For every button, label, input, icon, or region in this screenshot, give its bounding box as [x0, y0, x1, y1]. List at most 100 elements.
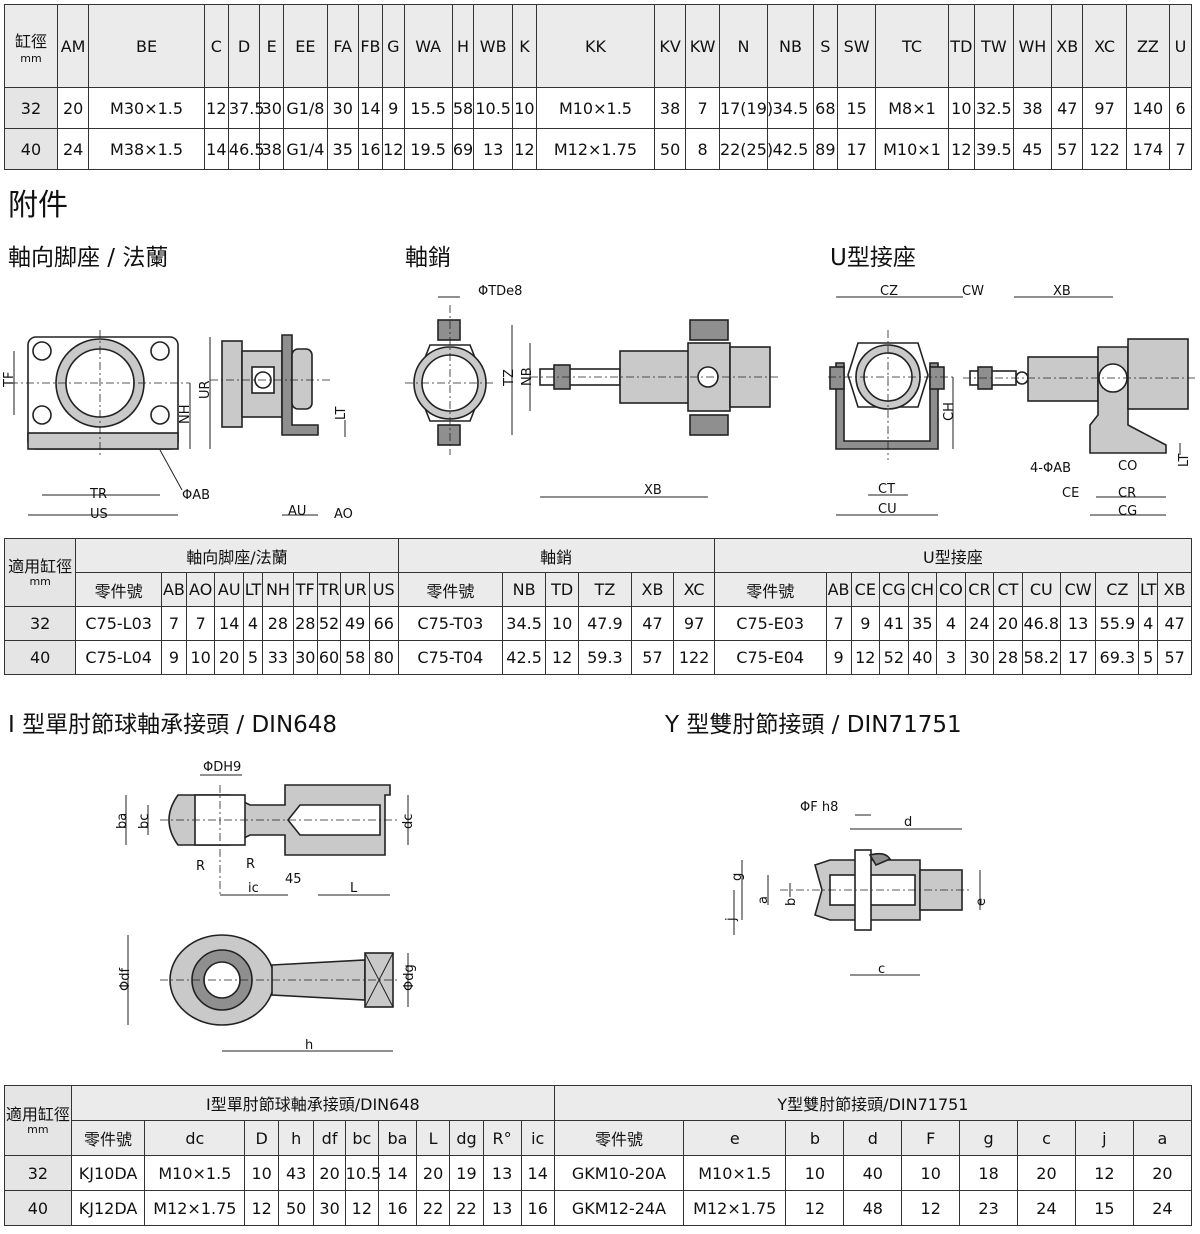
table-cell: 122 — [1082, 128, 1127, 170]
table-cell: 5 — [1138, 640, 1159, 675]
flange-front-view — [10, 330, 190, 455]
pin-drawing: ΦTDe8 TZ NB XB — [405, 284, 780, 498]
table-cell: 41 — [879, 606, 909, 641]
column-header-td: TD — [947, 4, 976, 88]
table-cell: 10 — [544, 606, 580, 641]
column-header-c: C — [203, 4, 229, 88]
table-cell: 42.5 — [767, 128, 814, 170]
table-cell: M10×1 — [875, 128, 949, 170]
label-US: US — [90, 507, 108, 522]
column-header-wb: WB — [473, 4, 513, 88]
table-cell: 174 — [1125, 128, 1171, 170]
table-cell: 12 — [850, 640, 881, 675]
label-df: Φdf — [118, 968, 133, 991]
label-LT: LT — [334, 407, 349, 420]
column-header: TR — [316, 572, 342, 607]
column-header: h — [277, 1120, 315, 1156]
column-header: CW — [1059, 572, 1097, 607]
column-header: CT — [993, 572, 1023, 607]
table-cell: M10×1.5 — [144, 1155, 246, 1191]
column-header: c — [1017, 1120, 1076, 1156]
table-cell: 58.2 — [1021, 640, 1061, 675]
column-header-xb: XB — [1051, 4, 1084, 88]
table-cell: 19 — [449, 1155, 484, 1191]
table-cell: 34.5 — [767, 87, 814, 129]
subtitle-y-clevis: Y 型雙肘節接頭 / DIN71751 — [665, 712, 962, 738]
table-cell: 32.5 — [974, 87, 1014, 129]
table-cell: 30 — [964, 640, 995, 675]
table-cell: M38×1.5 — [88, 128, 205, 170]
table-cell: M8×1 — [875, 87, 949, 129]
part-number-header: 零件號 — [713, 572, 827, 607]
bore-cell: 32 — [3, 606, 77, 641]
label-NB: NB — [520, 367, 535, 386]
column-header: AB — [825, 572, 852, 607]
part-number-cell: GKM12-24A — [553, 1190, 685, 1226]
table-cell: 38 — [259, 128, 285, 170]
table-cell: 13 — [473, 128, 513, 170]
table-cell: 6 — [1169, 87, 1192, 129]
table-cell: 47.9 — [578, 606, 632, 641]
bore-cell: 40 — [3, 640, 77, 675]
column-header: dg — [449, 1120, 484, 1156]
table-cell: 57 — [630, 640, 675, 675]
label-DH9: ΦDH9 — [203, 760, 241, 775]
table-cell: 20 — [1132, 1155, 1193, 1191]
column-header: a — [1132, 1120, 1193, 1156]
table-cell: 20 — [313, 1155, 346, 1191]
label-XB: XB — [1053, 284, 1071, 299]
table-cell: G1/8 — [283, 87, 328, 129]
flange-dimensions: TF NH UR TR US ΦAB AU AO LT — [2, 337, 353, 522]
label-CG: CG — [1118, 504, 1137, 519]
column-header: e — [683, 1120, 787, 1156]
table-cell: 7 — [160, 606, 187, 641]
table-cell: 66 — [368, 606, 399, 641]
table-cell: 58 — [340, 640, 370, 675]
table-cell: 89 — [812, 128, 838, 170]
bore-cell: 32 — [4, 87, 58, 129]
table-cell: 46.5 — [227, 128, 265, 170]
clevis-dimensions: CZ CW XB CH CT CU 4-ΦAB CO CE CR CG LT — [836, 284, 1192, 519]
column-header: d — [843, 1120, 903, 1156]
clevis-drawing: CZ CW XB CH CT CU 4-ΦAB CO CE CR CG LT — [828, 284, 1196, 519]
table-cell: 15.5 — [403, 87, 453, 129]
rod-eye-side-view — [160, 784, 400, 895]
column-header-be: BE — [88, 4, 205, 88]
subtitle-rod-eye: I 型單肘節球軸承接頭 / DIN648 — [8, 712, 338, 738]
table-cell: 30 — [326, 87, 359, 129]
table-cell: 47 — [1051, 87, 1084, 129]
table-cell: 12 — [785, 1190, 845, 1226]
part-number-header: 零件號 — [397, 572, 504, 607]
rod-eye-drawing: ΦDH9 ba bc dc R R ic 45 L Φdf Φdg h — [115, 760, 417, 1053]
pin-dimensions: ΦTDe8 TZ NB XB — [438, 284, 708, 498]
table-cell: 122 — [673, 640, 715, 675]
column-header: dc — [144, 1120, 246, 1156]
section-title-accessories: 附件 — [8, 188, 68, 223]
table-cell: 15 — [836, 87, 877, 129]
table-cell: 22 — [415, 1190, 451, 1226]
column-header-kv: KV — [653, 4, 687, 88]
table-cell: 55.9 — [1095, 606, 1140, 641]
column-header: AB — [160, 572, 187, 607]
table-cell: M12×1.75 — [683, 1190, 787, 1226]
column-header: ic — [520, 1120, 555, 1156]
table-cell: 10 — [511, 87, 537, 129]
table-cell: 10 — [785, 1155, 845, 1191]
table-cell: 12 — [544, 640, 580, 675]
label-TZ: TZ — [502, 369, 517, 387]
column-header: XB — [1157, 572, 1192, 607]
column-header-wh: WH — [1012, 4, 1053, 88]
part-number-cell: KJ10DA — [70, 1155, 146, 1191]
table-cell: 46.8 — [1021, 606, 1061, 641]
table-cell: 60 — [316, 640, 342, 675]
label-j: j — [724, 917, 739, 922]
column-header-wa: WA — [403, 4, 453, 88]
label-AB: ΦAB — [182, 488, 210, 503]
